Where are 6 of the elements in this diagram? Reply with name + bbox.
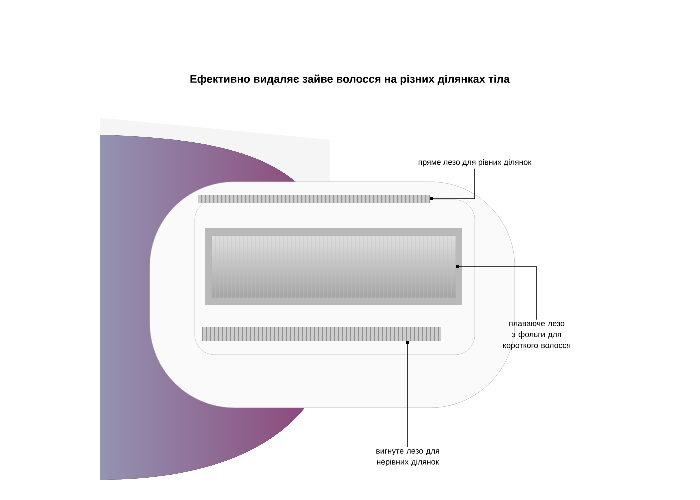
leader-line (456, 266, 538, 320)
blade-strip (202, 327, 442, 341)
foil-blade (212, 236, 456, 298)
leader-line (406, 341, 410, 448)
leader-line (430, 168, 476, 200)
title: Ефективно видаляє зайве волосся на різних ділянках тіла (190, 74, 510, 86)
